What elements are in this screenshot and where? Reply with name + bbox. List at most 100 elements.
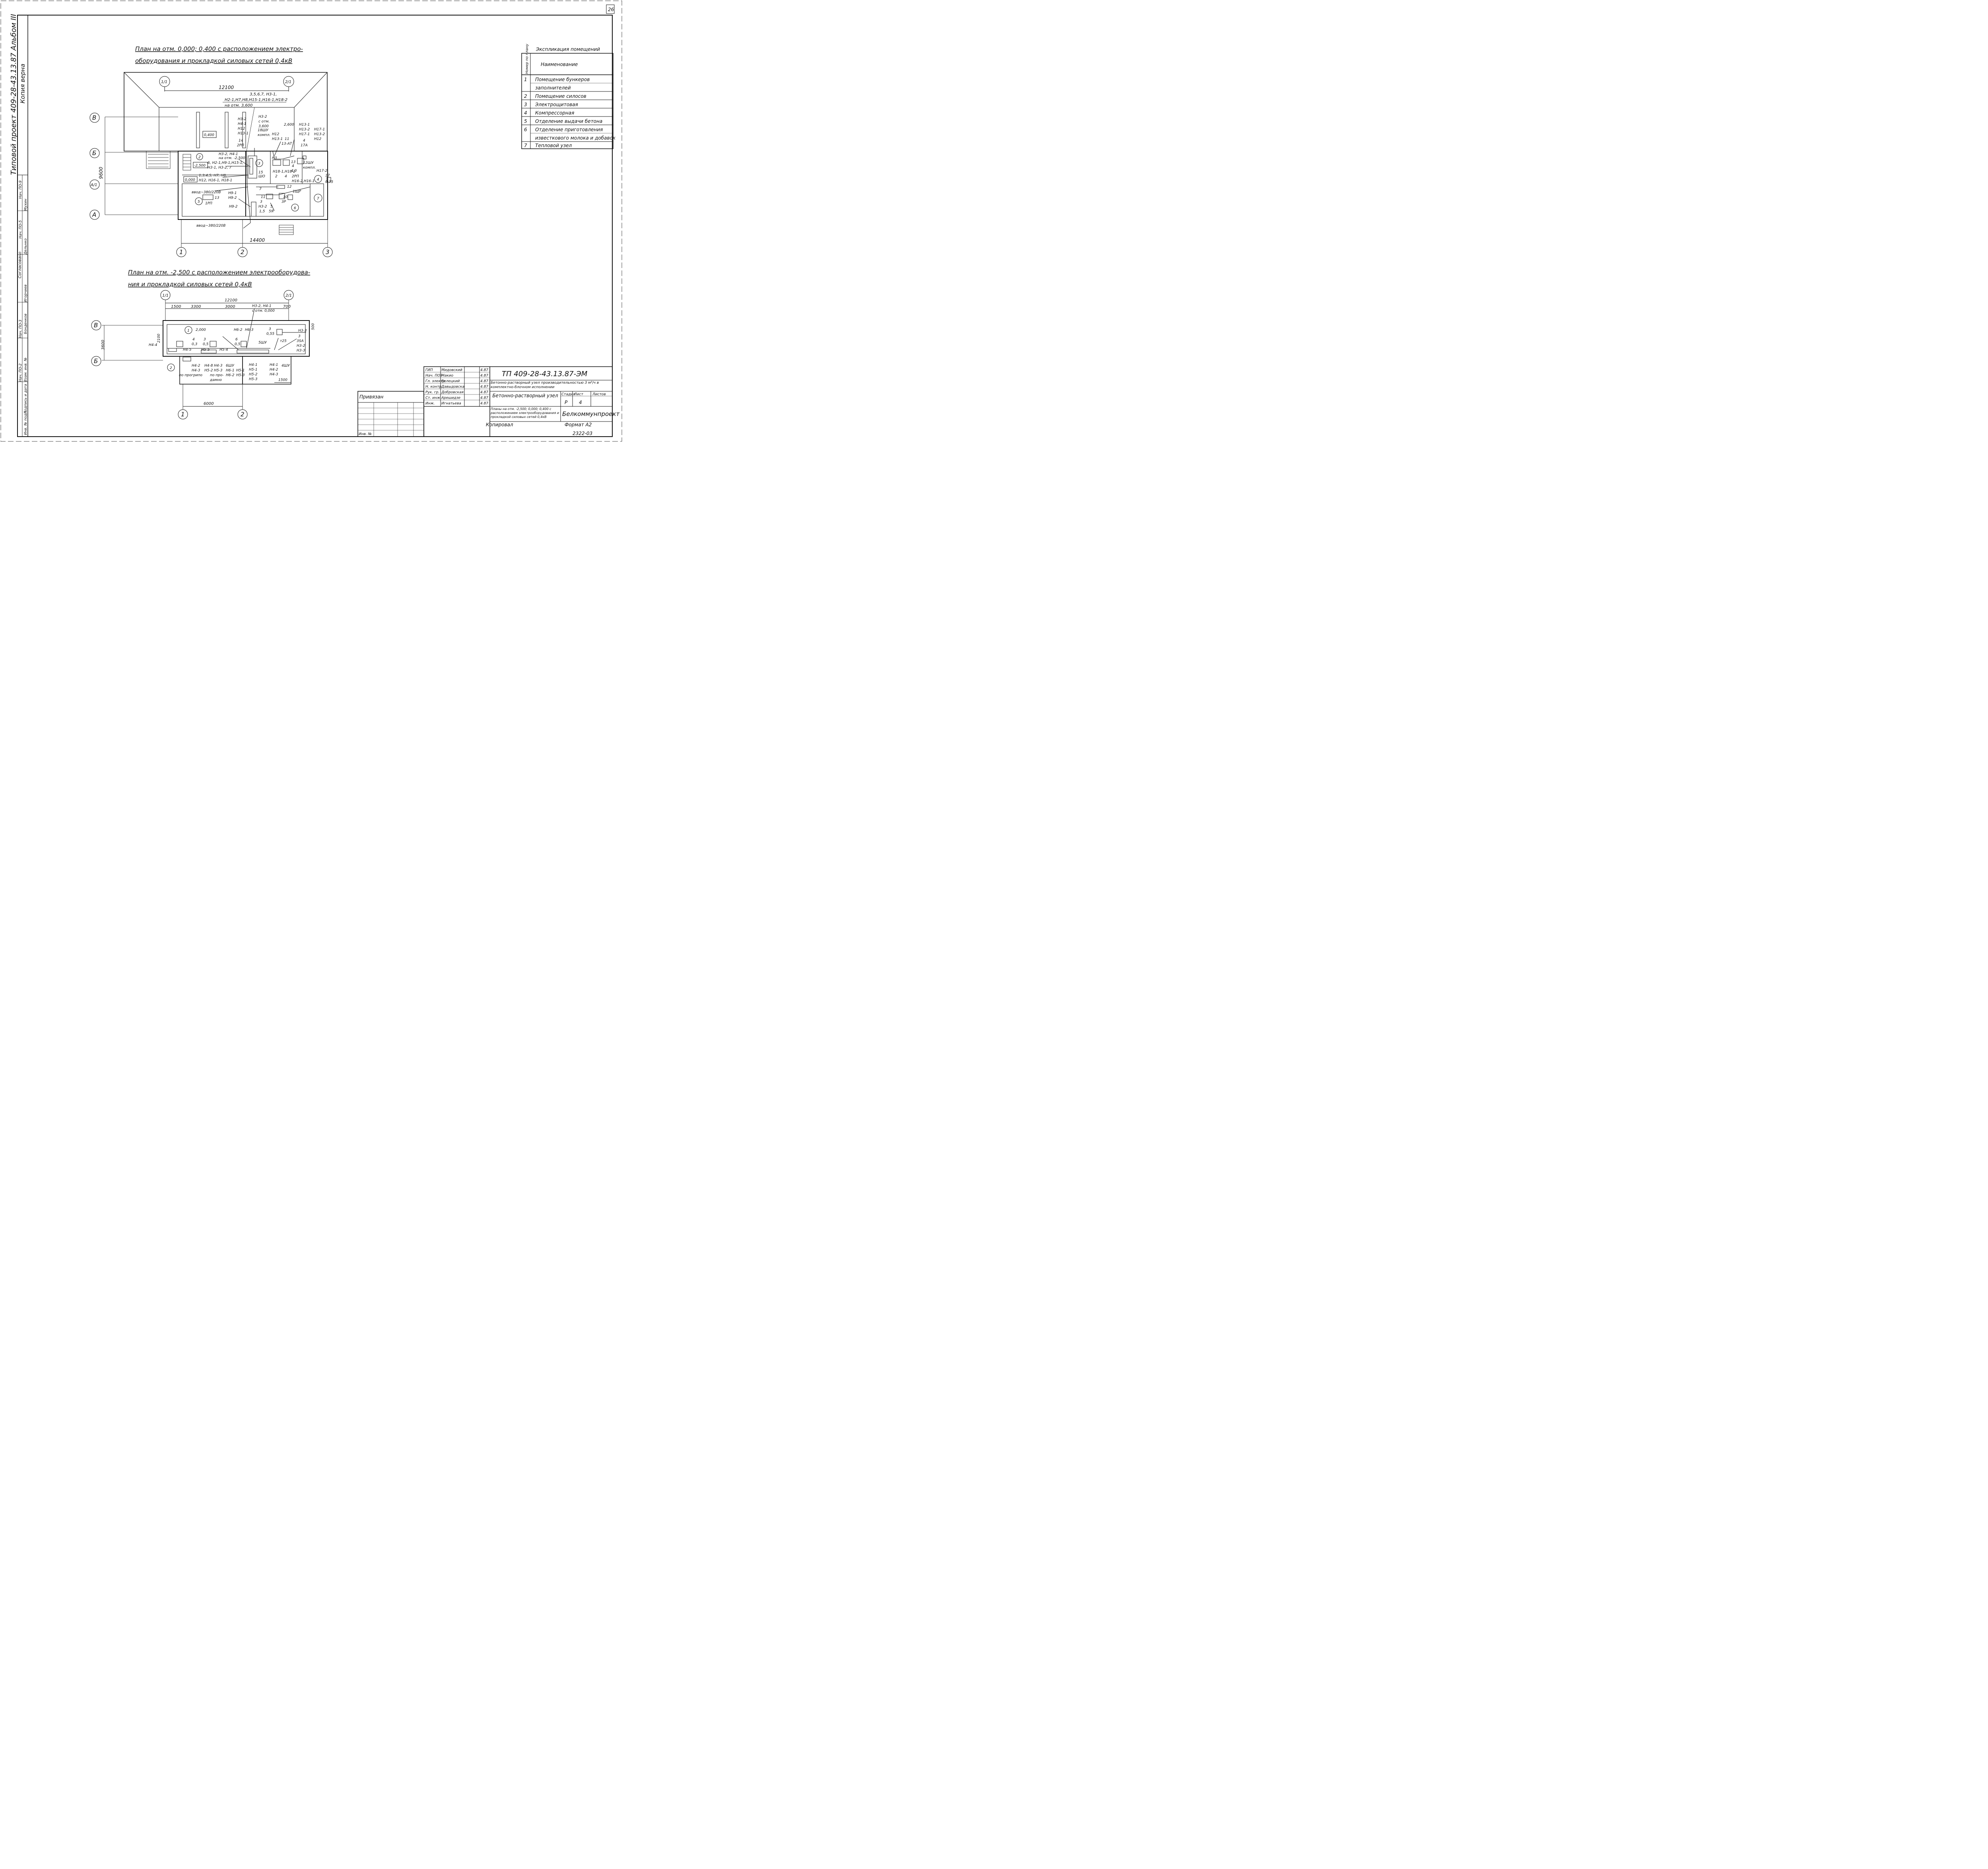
page-number: 26 <box>608 7 614 12</box>
svg-text:13-АТ: 13-АТ <box>282 142 293 146</box>
approval-row-2: Игорчиев <box>24 284 28 302</box>
svg-text:17А: 17А <box>301 144 308 148</box>
svg-text:Н3-2: Н3-2 <box>238 117 247 121</box>
svg-text:6ШУ: 6ШУ <box>226 364 234 368</box>
building-outline <box>178 151 328 220</box>
svg-text:Н12: Н12 <box>238 127 245 131</box>
upper-plan-title-1: План на отм. 0,000; 0,400 с расположение… <box>135 45 303 52</box>
doc-number: 2322-03 <box>573 431 592 436</box>
svg-text:Н5-1: Н5-1 <box>249 368 257 372</box>
svg-text:Мидовский: Мидовский <box>441 368 462 372</box>
roof-outline <box>124 72 328 152</box>
upper-labels: Н3-2 с отм. 3,600 Н3-2 Н4-1 Н12 Н13-1 14… <box>192 115 333 228</box>
lower-room-2: 2 <box>170 366 172 370</box>
svg-text:Белецкий: Белецкий <box>441 379 460 383</box>
sign-date-label: Подпись и дата <box>24 384 28 414</box>
explication-table: Экспликация помещений Номер по плану Наи… <box>521 44 616 149</box>
svg-text:Н5-4: Н5-4 <box>219 348 228 352</box>
svg-text:Н4-1: Н4-1 <box>238 122 246 126</box>
explication-col-num: Номер по плану <box>525 44 529 74</box>
svg-text:Н4-1: Н4-1 <box>249 363 257 367</box>
svg-text:Н5-3: Н5-3 <box>236 373 245 377</box>
svg-text:5ШУ: 5ШУ <box>258 341 267 345</box>
axis-bubble-a1 <box>89 179 100 190</box>
svg-text:4.87: 4.87 <box>480 385 488 389</box>
axis-label-lower-1: 1 <box>181 411 185 418</box>
axis-label-lower-2: 2 <box>241 411 245 418</box>
svg-text:5Я: 5Я <box>269 210 274 214</box>
svg-text:Н12, Н16-1, Н18-1: Н12, Н16-1, Н18-1 <box>199 179 232 183</box>
stairs-lower <box>279 225 294 235</box>
svg-text:Н13-1: Н13-1 <box>299 123 310 127</box>
lower-plan-title-2: ния и прокладкой силовых сетей 0,4кВ <box>128 281 252 288</box>
stairs-left <box>146 151 171 169</box>
org-name: Белкоммунпроект <box>562 410 620 418</box>
inv-label: Инв. № подл. <box>24 410 28 435</box>
axis-label-lower-b: Б <box>94 357 98 365</box>
sheet-value: 4 <box>579 400 582 405</box>
svg-text:Тепловой узел: Тепловой узел <box>535 143 572 148</box>
svg-text:известкового молока и добавок: известкового молока и добавок <box>535 135 616 141</box>
svg-text:Н4-3: Н4-3 <box>214 364 223 368</box>
level-0000: 0,000 <box>185 178 195 182</box>
svg-text:Отделение выдачи бетона: Отделение выдачи бетона <box>535 119 602 124</box>
svg-text:18ШУ: 18ШУ <box>258 128 268 132</box>
svg-text:4: 4 <box>524 110 527 116</box>
level-m2500: -2,500 <box>194 164 206 168</box>
svg-text:Н3-2: Н3-2 <box>258 205 267 209</box>
svg-text:7: 7 <box>524 143 527 148</box>
lower-building-inner <box>167 324 306 354</box>
svg-text:4.87: 4.87 <box>480 374 488 378</box>
lower-dim-bottom: 6000 <box>204 402 214 406</box>
svg-text:0,5: 0,5 <box>203 342 209 346</box>
upper-cables <box>214 139 311 229</box>
lower-dim-1500: 1500 <box>171 305 181 309</box>
svg-text:4: 4 <box>303 139 305 143</box>
upper-plan-title-2: оборудования и прокладкой силовых сетей … <box>135 57 292 64</box>
svg-text:Н13-1: Н13-1 <box>272 137 283 141</box>
approval-role-1: Нач. ПО-2 <box>19 363 23 382</box>
svg-text:Н3-1, Н3-2, 7: Н3-1, Н3-2, 7 <box>208 166 231 170</box>
svg-text:Н5-1: Н5-1 <box>236 369 245 373</box>
svg-text:13: 13 <box>291 160 296 164</box>
level-0400: 0,400 <box>204 133 214 137</box>
riser-top-1: 3,5,6,7, Н3-1, <box>250 92 277 97</box>
svg-text:0,3: 0,3 <box>192 342 198 346</box>
svg-text:Игнатьева: Игнатьева <box>441 402 461 406</box>
lower-riser-1: Н3-2, Н4-1 <box>252 304 272 308</box>
svg-text:12: 12 <box>287 185 292 189</box>
svg-text:ввод~380/220В: ввод~380/220В <box>196 224 225 228</box>
svg-text:Н6-3: Н6-3 <box>245 328 254 332</box>
svg-text:4ШУ: 4ШУ <box>282 364 290 368</box>
svg-text:0,5: 0,5 <box>235 342 241 346</box>
svg-text:11: 11 <box>285 137 289 141</box>
page-number-box <box>606 4 615 14</box>
svg-text:Гл. электр.: Гл. электр. <box>425 379 446 383</box>
axis-label-lower-1-1: 1/1 <box>162 293 169 298</box>
axis-label-1: 1 <box>179 249 183 256</box>
svg-text:Н5-2: Н5-2 <box>249 373 258 377</box>
svg-text:по про-: по про- <box>210 373 224 377</box>
title-block: Привязан Инв. № ГИП Мидовский 4.87 Нач. … <box>357 366 620 437</box>
svg-text:4: 4 <box>285 175 287 179</box>
svg-text:3: 3 <box>298 334 301 338</box>
axis-bubble-lower-b <box>91 356 101 366</box>
svg-text:Добровская: Добровская <box>441 391 464 394</box>
svg-text:13: 13 <box>215 196 219 200</box>
svg-text:6: 6 <box>524 127 527 132</box>
svg-text:Н3-2, Н4-1: Н3-2, Н4-1 <box>219 152 238 156</box>
svg-text:Н4-2: Н4-2 <box>192 364 200 368</box>
svg-text:Н4-2: Н4-2 <box>270 368 278 372</box>
svg-text:Н16-2,Н16-1: Н16-2,Н16-1 <box>292 179 315 183</box>
svg-text:1,3,4,5, Н7, Н8,: 1,3,4,5, Н7, Н8, <box>199 174 227 178</box>
drawing-sheet: 26 Типовой проект 409-28-43.13.87 Альбом… <box>0 0 622 442</box>
svg-text:Н. контр.: Н. контр. <box>425 385 443 389</box>
svg-text:Н4-3: Н4-3 <box>270 373 278 377</box>
svg-text:2,600: 2,600 <box>284 123 294 127</box>
svg-text:с отм.: с отм. <box>258 120 270 124</box>
privyazan-label: Привязан <box>359 394 383 400</box>
svg-text:Н6-2: Н6-2 <box>234 328 243 332</box>
axis-bubble-b <box>89 148 100 158</box>
svg-text:Н5-5: Н5-5 <box>201 348 210 352</box>
lower-dim-side: 3600 <box>101 340 105 350</box>
